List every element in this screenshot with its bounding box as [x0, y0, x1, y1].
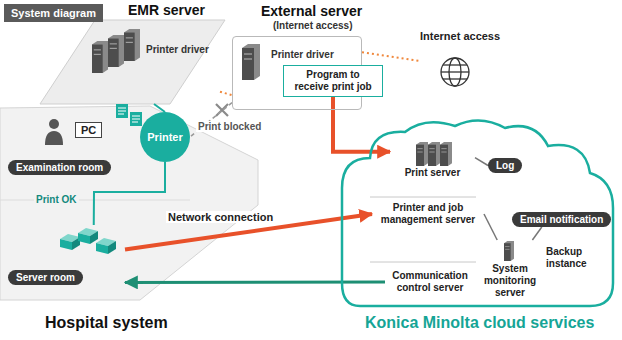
node-text: Log — [496, 160, 514, 171]
node-text: Server room — [8, 270, 83, 285]
node-text: Internet access — [420, 30, 500, 42]
server-icon — [440, 142, 452, 166]
node-text: Program to receive print job — [288, 69, 378, 93]
floor-divider — [0, 200, 190, 201]
node-text: Printer driver — [146, 44, 209, 55]
separator — [370, 197, 476, 198]
tag-node: Log — [488, 158, 522, 173]
cloud-region: Konica Minolta cloud servicesPrint serve… — [340, 118, 615, 313]
node-text: EMR server — [128, 2, 205, 18]
process-box: PC — [75, 122, 102, 138]
server-node: System monitoring server — [478, 240, 542, 299]
node-text: System monitoring server — [478, 263, 542, 299]
server-icon — [416, 142, 428, 166]
node-text: Hospital system — [45, 314, 168, 332]
node-text: Communication control server — [387, 270, 473, 294]
internet-node: Internet access — [420, 30, 510, 92]
node-text: External server — [261, 3, 362, 19]
node-text: Email notification — [520, 214, 603, 225]
network-device — [60, 234, 80, 250]
edge-label: Print OK — [34, 194, 79, 205]
region: Server room — [0, 225, 125, 295]
edge-label: Network connection — [166, 211, 275, 223]
node-text: Print server — [390, 167, 475, 179]
person-icon — [45, 119, 63, 145]
node-text: Examination room — [8, 160, 111, 175]
cloud-outline — [342, 120, 613, 306]
server-icon — [428, 142, 440, 166]
node-text: Printer — [147, 131, 182, 143]
server-icon — [108, 35, 124, 67]
server-icon — [242, 44, 260, 80]
connector — [220, 92, 232, 96]
tag-node: Email notification — [512, 212, 611, 227]
note-label: Backup instance — [546, 246, 608, 270]
network-device — [78, 228, 98, 244]
separator — [370, 262, 476, 263]
server-node: Communication control server — [385, 268, 475, 296]
server-node: Print server — [390, 140, 475, 179]
region: Hospital systemEMR serverPrinter driverE… — [0, 24, 300, 324]
connector — [154, 104, 165, 112]
hospital-floor — [0, 106, 258, 300]
server-box: External server(Internet access)Printer … — [232, 36, 362, 110]
emr-floor — [40, 20, 225, 104]
connector — [125, 281, 385, 284]
process-box: Program to receive print job — [283, 65, 383, 97]
connector — [484, 214, 497, 240]
node-text: Konica Minolta cloud services — [365, 314, 594, 332]
server-node: Printer and job management server — [372, 200, 484, 228]
connector — [362, 52, 420, 61]
region: Examination room PC — [0, 108, 135, 188]
server-icon — [124, 29, 140, 61]
node-text: PC — [81, 124, 96, 136]
region: EMR serverPrinter driver — [88, 22, 220, 104]
node-text: Printer driver — [271, 49, 334, 60]
connector — [475, 158, 488, 166]
edge-label: Print blocked — [196, 121, 263, 132]
node-text: (Internet access) — [273, 20, 352, 31]
print-job-icon — [130, 112, 142, 126]
server-icon — [92, 41, 108, 73]
server-icon — [504, 241, 514, 261]
network-device — [96, 238, 116, 254]
globe-icon — [441, 58, 469, 86]
connector — [532, 227, 541, 240]
title-tag: System diagram — [4, 4, 103, 22]
print-job-icon — [116, 104, 128, 118]
node-text: Printer and job management server — [374, 202, 482, 226]
printer-circle: Printer — [140, 112, 190, 162]
blocked-mark — [216, 104, 228, 116]
